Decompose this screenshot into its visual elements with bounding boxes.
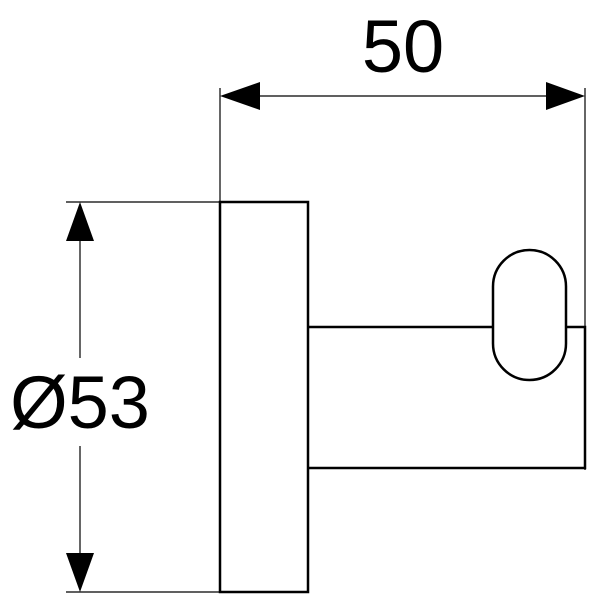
hook-arm bbox=[308, 325, 587, 470]
width-dimension: 50 bbox=[219, 5, 586, 470]
width-arrow-right bbox=[546, 82, 585, 110]
width-arrow-left bbox=[220, 82, 260, 110]
width-label: 50 bbox=[362, 5, 444, 88]
diameter-arrow-bottom bbox=[66, 553, 94, 592]
diameter-label: Ø53 bbox=[10, 361, 150, 444]
diameter-dimension: Ø53 bbox=[10, 201, 220, 593]
towel-hook bbox=[218, 200, 587, 594]
wall-plate bbox=[218, 200, 310, 594]
diameter-arrow-top bbox=[66, 202, 94, 241]
hook-tip bbox=[491, 248, 568, 382]
